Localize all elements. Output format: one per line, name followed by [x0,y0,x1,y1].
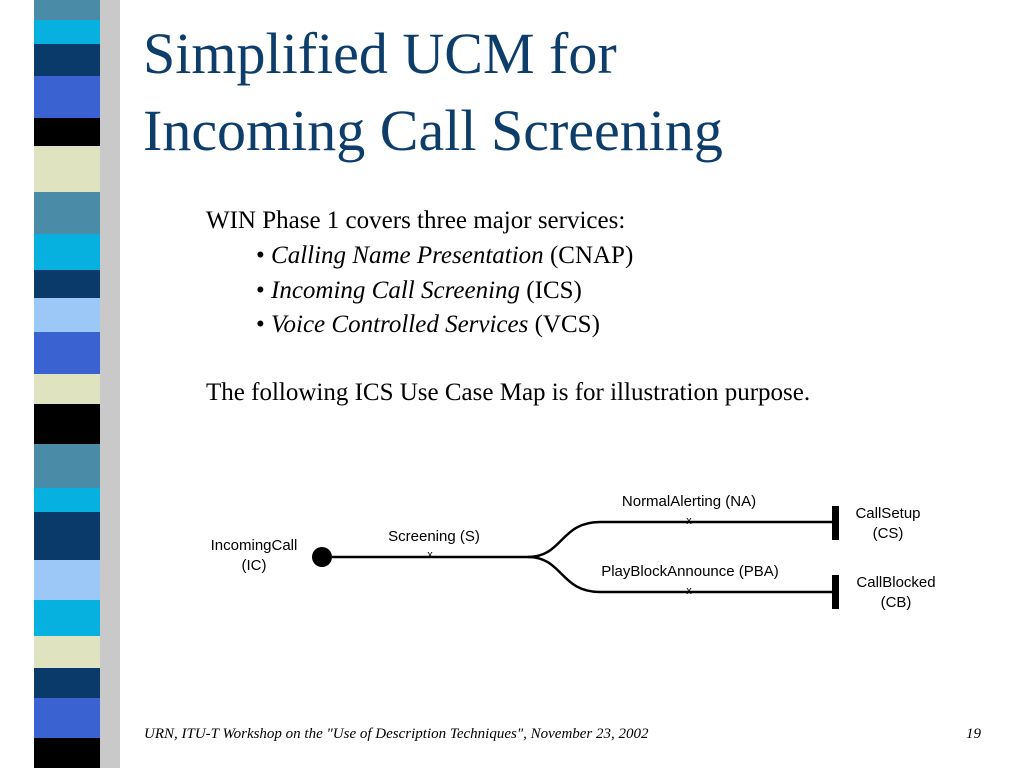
sidebar-block [34,146,100,192]
normal-alerting-responsibility: x [686,515,692,527]
play-block-path [527,555,836,594]
page-number: 19 [966,726,981,742]
slide-title-line-1: Simplified UCM for [143,21,617,86]
decorative-sidebar [34,0,120,768]
normal-alerting-label: NormalAlerting (NA) [621,493,757,510]
bullet-marker: • [256,311,265,338]
sidebar-block [34,444,100,488]
sidebar-block [34,118,100,146]
sidebar-block [34,192,100,234]
start-point [312,547,332,567]
incoming-call-label: IncomingCall (IC) [210,537,298,574]
service-abbr-ics: (ICS) [526,277,582,304]
service-name-vcs: Voice Controlled Services [271,311,529,338]
intro-text: WIN Phase 1 covers three major services: [206,207,626,234]
sidebar-block [34,404,100,444]
bullet-marker: • [256,242,265,269]
call-setup-end-bar [832,506,839,540]
sidebar-block [34,668,100,698]
sidebar-block [34,698,100,738]
sidebar-block [34,0,100,20]
sidebar-block [34,512,100,560]
service-abbr-vcs: (VCS) [534,311,600,338]
service-abbr-cnap: (CNAP) [549,242,634,269]
bullet-cnap: • Calling Name Presentation (CNAP) [256,243,633,268]
illustration-note: The following ICS Use Case Map is for il… [206,379,811,406]
bullet-ics: • Incoming Call Screening (ICS) [256,278,582,303]
call-blocked-end-bar [832,575,839,609]
bullet-vcs: • Voice Controlled Services (VCS) [256,312,600,337]
service-name-ics: Incoming Call Screening [271,277,521,304]
sidebar-block [34,270,100,298]
play-block-announce-label: PlayBlockAnnounce (PBA) [601,563,779,580]
sidebar-block [34,44,100,76]
sidebar-block [34,738,100,768]
sidebar-block [34,636,100,668]
call-blocked-label: CallBlocked (CB) [856,574,936,611]
bullet-marker: • [256,277,265,304]
sidebar-block [34,488,100,512]
call-setup-label: CallSetup (CS) [855,505,921,542]
sidebar-block [34,298,100,332]
slide-title-line-2: Incoming Call Screening [143,98,723,163]
sidebar-block [34,600,100,636]
sidebar-block [34,560,100,600]
sidebar-block [34,20,100,44]
service-name-cnap: Calling Name Presentation [271,242,544,269]
footer-text: URN, ITU-T Workshop on the "Use of Descr… [144,726,649,742]
screening-responsibility: x [427,549,433,561]
sidebar-block [34,234,100,270]
play-block-responsibility: x [686,585,692,597]
sidebar-blocks [34,0,100,768]
screening-label: Screening (S) [388,528,480,545]
sidebar-block [34,76,100,118]
normal-alerting-path [527,520,836,559]
sidebar-block [34,332,100,374]
sidebar-block [34,374,100,404]
sidebar-shadow [100,0,120,768]
